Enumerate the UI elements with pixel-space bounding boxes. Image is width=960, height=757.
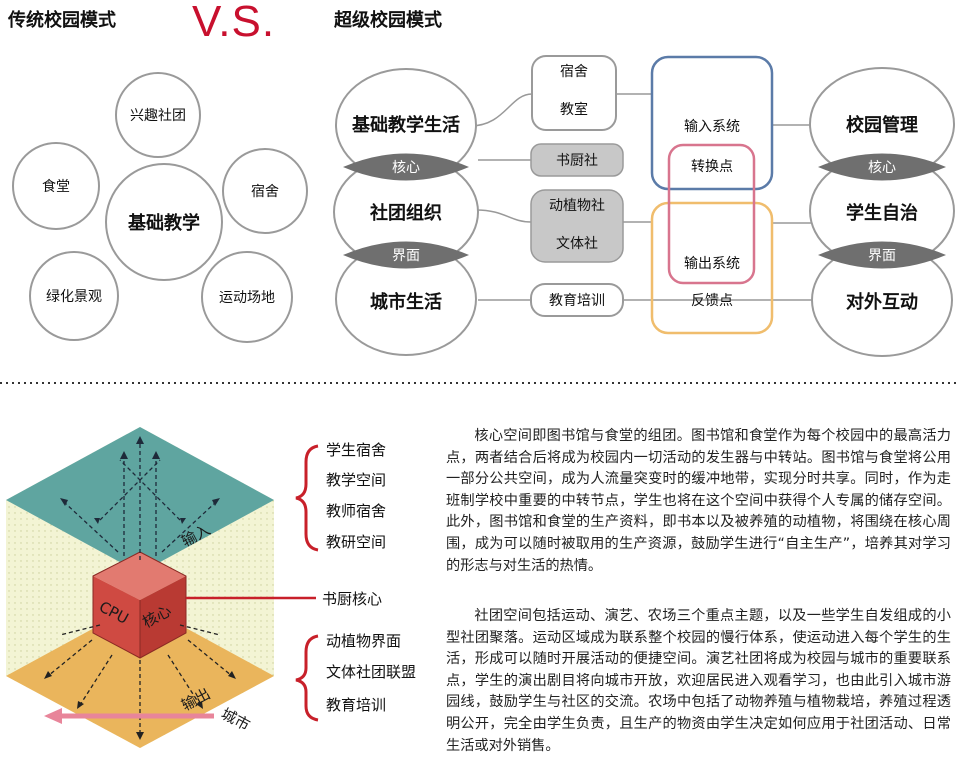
box-classroom-label: 教室 — [560, 101, 588, 118]
group-bottom-item-1: 动植物界面 — [326, 632, 401, 650]
trad-sat-sport: 运动场地 — [219, 290, 275, 306]
right-circle-external: 对外互动 — [846, 291, 918, 313]
right-tags — [818, 153, 946, 269]
core-label: 书厨核心 — [322, 590, 382, 608]
left-circle-clubs: 社团组织 — [370, 202, 442, 224]
group-top-item-1: 学生宿舍 — [326, 441, 386, 459]
convert-point-label: 转换点 — [691, 158, 733, 175]
isometric-diagram — [6, 427, 274, 748]
right-tag-interface: 界面 — [868, 248, 896, 264]
trad-sat-dorm: 宿舍 — [251, 183, 279, 200]
group-top-item-2: 教学空间 — [326, 471, 386, 489]
box-dorm-classroom — [531, 55, 617, 131]
left-tag-core: 核心 — [392, 160, 420, 176]
input-system-label: 输入系统 — [684, 119, 740, 135]
traditional-title: 传统校园模式 — [7, 9, 116, 31]
traditional-diagram — [12, 72, 308, 343]
box-sports-label: 文体社 — [556, 236, 598, 252]
city-label: 城市 — [218, 705, 253, 735]
box-training-label: 教育培训 — [549, 293, 605, 309]
convert-point-box — [667, 143, 756, 285]
right-circles — [809, 67, 955, 357]
box-training — [530, 283, 624, 317]
box-kitchen-club — [530, 143, 624, 177]
group-bottom-item-3: 教育培训 — [326, 696, 386, 714]
box-animal-sports — [530, 189, 624, 263]
output-system-box — [650, 201, 774, 335]
feedback-point-label: 反馈点 — [691, 293, 733, 309]
group-bottom-item-2: 文体社团联盟 — [326, 663, 416, 681]
left-tags — [343, 153, 469, 269]
group-top-item-3: 教师宿舍 — [326, 502, 386, 520]
connector-lines — [469, 93, 812, 301]
right-circle-management: 校园管理 — [846, 114, 918, 136]
trad-sat-green: 绿化景观 — [46, 289, 102, 305]
left-circle-city: 城市生活 — [370, 291, 442, 313]
description-paragraph-clubs: 社团空间包括运动、演艺、农场三个重点主题，以及一些学生自发组成的小型社团聚落。运… — [446, 608, 951, 754]
group-top-item-4: 教研空间 — [326, 533, 386, 551]
description-paragraph-core: 核心空间即图书馆与食堂的组团。图书馆和食堂作为每个校园中的最高活力点，两者结合后… — [446, 428, 951, 574]
trad-sat-canteen: 食堂 — [42, 178, 70, 195]
trad-center-label: 基础教学 — [127, 212, 200, 234]
super-campus-title: 超级校园模式 — [334, 9, 442, 31]
box-animal-label: 动植物社 — [549, 198, 605, 214]
box-dorm-label: 宿舍 — [560, 63, 588, 80]
left-tag-interface: 界面 — [392, 248, 420, 264]
vs-label: V.S. — [192, 0, 275, 46]
right-tag-core: 核心 — [868, 160, 896, 176]
side-brackets — [295, 444, 319, 722]
box-kitchen-label: 书厨社 — [556, 153, 598, 169]
output-system-label: 输出系统 — [684, 256, 740, 272]
trad-sat-interest: 兴趣社团 — [130, 108, 186, 124]
left-circle-teaching: 基础教学生活 — [351, 114, 460, 136]
input-system-box — [650, 55, 774, 191]
right-circle-autonomy: 学生自治 — [846, 202, 918, 224]
left-circles — [333, 68, 479, 356]
